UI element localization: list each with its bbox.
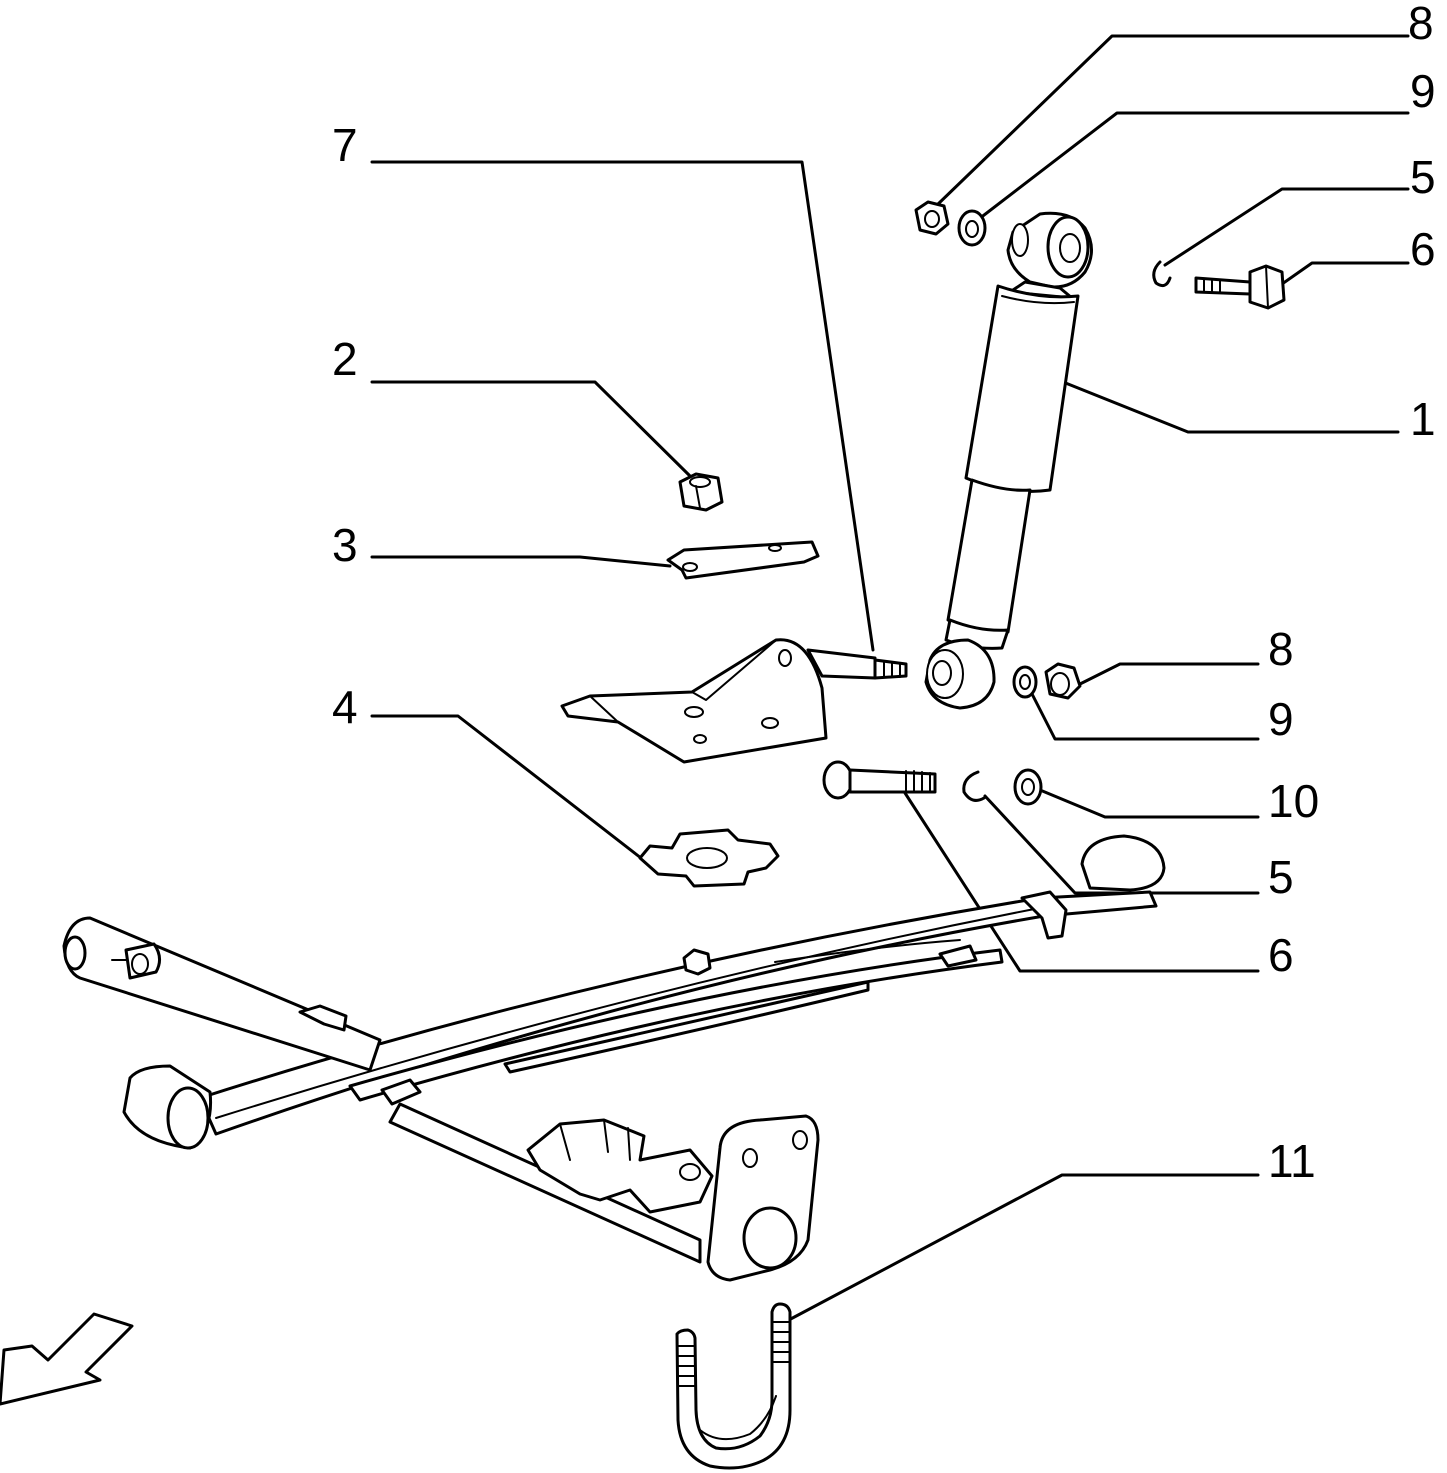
callout-5-top: 5 bbox=[1410, 151, 1436, 203]
leader-4 bbox=[370, 714, 643, 860]
callout-3: 3 bbox=[332, 519, 358, 571]
bracket-7 bbox=[560, 638, 908, 764]
leader-5-top bbox=[1163, 187, 1410, 267]
callout-4: 4 bbox=[332, 681, 358, 733]
leader-7 bbox=[370, 160, 875, 652]
callout-6-top: 6 bbox=[1410, 223, 1436, 275]
callout-6-mid: 6 bbox=[1268, 929, 1294, 981]
plate-3 bbox=[666, 540, 820, 580]
callout-7: 7 bbox=[332, 119, 358, 171]
callout-8-top: 8 bbox=[1408, 0, 1434, 49]
leader-6-mid bbox=[903, 791, 1260, 973]
shock-absorber bbox=[924, 211, 1093, 710]
leader-5-mid bbox=[983, 794, 1260, 895]
callout-10: 10 bbox=[1268, 775, 1320, 827]
leaf-spring bbox=[122, 834, 1166, 1150]
leader-9-top bbox=[973, 111, 1410, 224]
callout-8-mid: 8 bbox=[1268, 623, 1294, 675]
mid-hardware bbox=[822, 662, 1082, 806]
callout-9-mid: 9 bbox=[1268, 693, 1294, 745]
leader-3 bbox=[370, 555, 672, 568]
callout-1: 1 bbox=[1410, 393, 1436, 445]
nut-2 bbox=[678, 472, 724, 512]
callout-11: 11 bbox=[1268, 1135, 1316, 1187]
leader-9-mid bbox=[1028, 688, 1260, 741]
axle-assembly bbox=[62, 916, 820, 1282]
leader-8-top bbox=[934, 34, 1410, 208]
leader-11 bbox=[783, 1173, 1260, 1324]
leader-1 bbox=[1061, 380, 1400, 434]
top-hardware bbox=[914, 200, 1286, 310]
leader-8-mid bbox=[1076, 662, 1260, 687]
front-direction-arrow-icon bbox=[0, 1312, 134, 1406]
u-bolt-11 bbox=[675, 1302, 792, 1470]
pad-4 bbox=[638, 828, 780, 888]
callout-5-mid: 5 bbox=[1268, 851, 1294, 903]
callout-9-top: 9 bbox=[1410, 65, 1436, 117]
callout-2: 2 bbox=[332, 333, 358, 385]
leader-2 bbox=[370, 380, 692, 478]
leader-10 bbox=[1038, 788, 1260, 819]
leader-lines bbox=[370, 34, 1410, 1324]
